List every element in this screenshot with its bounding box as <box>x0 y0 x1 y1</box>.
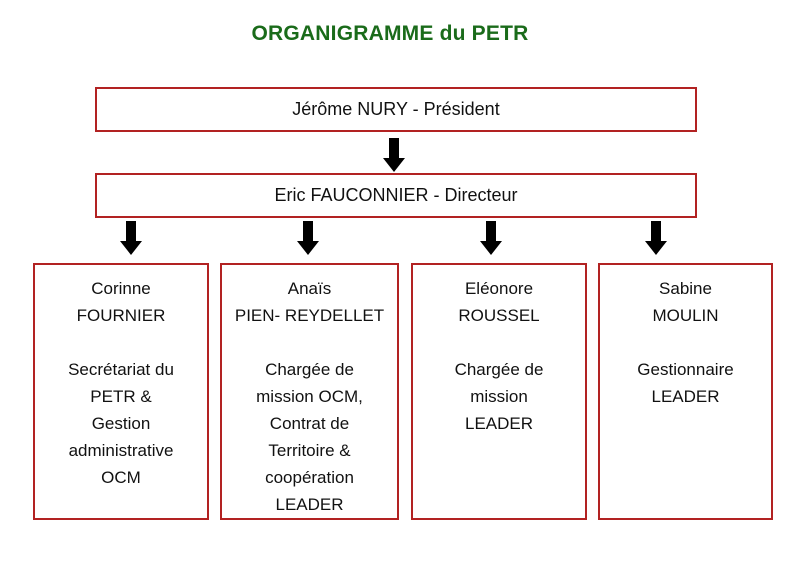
staff-first-name: Sabine <box>659 279 712 298</box>
staff-role-line: Territoire & <box>268 441 351 460</box>
staff-last-name: FOURNIER <box>76 306 166 325</box>
staff-role: Gestionnaire LEADER <box>600 356 771 410</box>
staff-role-line: PETR & <box>90 387 152 406</box>
down-arrow-icon <box>645 221 667 255</box>
staff-box-fournier: Corinne FOURNIER Secrétariat du PETR & G… <box>33 263 209 520</box>
staff-last-name: MOULIN <box>652 306 719 325</box>
staff-role-line: Contrat de <box>269 414 350 433</box>
staff-last-name: PIEN- REYDELLET <box>234 306 385 325</box>
president-label: Jérôme NURY - Président <box>292 99 500 119</box>
staff-role: Chargée de mission OCM, Contrat de Terri… <box>222 356 397 518</box>
down-arrow-icon <box>120 221 142 255</box>
staff-role-line: coopération <box>265 468 354 487</box>
staff-box-pien-reydellet: Anaïs PIEN- REYDELLET Chargée de mission… <box>220 263 399 520</box>
down-arrow-icon <box>480 221 502 255</box>
director-label: Eric FAUCONNIER - Directeur <box>274 185 518 205</box>
director-box: Eric FAUCONNIER - Directeur <box>95 173 697 218</box>
staff-role-line: administrative <box>68 441 174 460</box>
down-arrow-icon <box>383 138 405 172</box>
staff-role-line: LEADER <box>275 495 344 514</box>
down-arrow-icon <box>297 221 319 255</box>
staff-box-moulin: Sabine MOULIN Gestionnaire LEADER <box>598 263 773 520</box>
staff-role-line: Gestion <box>91 414 151 433</box>
staff-role-line: LEADER <box>651 387 720 406</box>
staff-role-line: LEADER <box>464 414 534 433</box>
staff-role-line: Chargée de <box>454 360 544 379</box>
staff-last-name: ROUSSEL <box>458 306 540 325</box>
staff-first-name: Eléonore <box>464 279 534 298</box>
staff-box-roussel: Eléonore ROUSSEL Chargée de mission LEAD… <box>411 263 587 520</box>
president-box: Jérôme NURY - Président <box>95 87 697 132</box>
staff-role: Chargée de mission LEADER <box>413 356 585 437</box>
staff-role-line: Secrétariat du <box>68 360 174 379</box>
staff-role-line: Chargée de <box>265 360 354 379</box>
staff-first-name: Anaïs <box>287 279 332 298</box>
staff-role: Secrétariat du PETR & Gestion administra… <box>35 356 207 491</box>
staff-role-line: mission OCM, <box>256 387 363 406</box>
page-title: ORGANIGRAMME du PETR <box>251 22 529 45</box>
staff-first-name: Corinne <box>91 279 151 298</box>
staff-role-line: mission <box>470 387 528 406</box>
staff-role-line: OCM <box>101 468 141 487</box>
staff-role-line: Gestionnaire <box>637 360 734 379</box>
